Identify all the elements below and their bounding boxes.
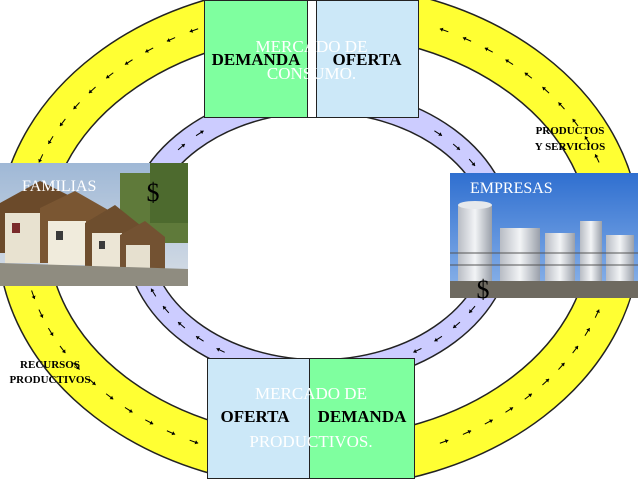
flow-arrow-head [199, 130, 204, 135]
flow-arrow-head [434, 337, 439, 342]
flow-arrow-head [545, 378, 550, 383]
flow-arrow-head [145, 48, 149, 53]
flow-arrow-head [438, 132, 442, 136]
flow-arrow-head [471, 162, 476, 166]
inner-flow-arrows [150, 130, 476, 353]
flow-arrow-head [48, 140, 52, 144]
flow-arrow-head [109, 395, 114, 400]
flow-arrow-head [560, 362, 565, 367]
factors-supply-box [207, 358, 310, 479]
firms-photo [450, 173, 638, 298]
families-money-symbol: $ [146, 178, 160, 207]
flow-arrow-head [38, 158, 43, 163]
goods-demand-box [204, 0, 309, 118]
flow-arrow-head [574, 345, 579, 350]
factors-market-title-line1: MERCADO DE [255, 384, 367, 403]
factors-market-title-line2: PRODUCTIVOS. [249, 432, 373, 451]
flow-arrow-head [194, 440, 199, 445]
flow-arrow-head [572, 118, 577, 123]
goods-supply-box [316, 0, 419, 118]
flow-arrow-head [106, 74, 110, 79]
flow-arrow-head [595, 309, 600, 314]
products-label-line2: Y SERVICIOS [534, 141, 606, 153]
flow-arrow-head [49, 332, 54, 336]
flow-arrow-head [586, 328, 590, 332]
flow-arrow-head [453, 324, 457, 328]
firms-label: EMPRESAS [470, 180, 553, 197]
flow-arrow-head [524, 72, 529, 77]
flow-arrow-head [128, 408, 133, 413]
flow-arrow-head [462, 36, 467, 41]
flow-arrow-head [73, 105, 78, 110]
flow-arrow-head [196, 336, 200, 340]
resources-label-line2: PRODUCTIVOS [9, 374, 91, 386]
goods-supply-label: OFERTA [332, 50, 402, 69]
flow-arrow-head [39, 314, 44, 318]
flow-arrow-head [469, 309, 473, 313]
flow-arrow-head [88, 89, 93, 94]
flow-arrow-head [31, 295, 36, 300]
families-label: FAMILIAS [22, 178, 97, 195]
products-label-line1: PRODUCTOS [535, 125, 605, 137]
flow-arrow-head [178, 322, 182, 326]
flow-arrow-head [59, 122, 64, 127]
families-photo [0, 163, 188, 286]
flow-arrow-head [124, 61, 129, 65]
flow-arrow-head [61, 349, 66, 354]
flow-arrow-head [413, 349, 417, 353]
factors-demand-label: DEMANDA [317, 407, 407, 426]
flow-arrow-head [467, 430, 472, 434]
factors-supply-label: OFERTA [220, 407, 290, 426]
resources-label-line1: RECURSOS [20, 359, 80, 371]
flow-arrow-head [181, 144, 185, 148]
goods-market-title-line2: CONSUMO. [266, 64, 357, 83]
flow-arrow-head [216, 347, 221, 352]
flow-arrow-head [456, 146, 460, 150]
flow-arrow-head [528, 393, 532, 398]
goods-market-title-line1: MERCADO DE [255, 37, 368, 56]
flow-arrow-head [162, 306, 167, 310]
inner-flow-ring-fill [125, 88, 513, 384]
flow-arrow-head [75, 365, 80, 370]
flow-arrow-head [489, 419, 493, 424]
flow-arrow-head [444, 439, 449, 444]
firms-money-symbol: $ [476, 275, 490, 304]
flow-arrow-head [594, 154, 599, 158]
flow-arrow-head [584, 136, 589, 140]
flow-arrow-head [484, 47, 489, 52]
flow-arrow-head [558, 102, 563, 107]
flow-arrow-head [505, 59, 510, 64]
flow-arrow-head [542, 87, 547, 91]
flow-arrow-head [439, 27, 444, 32]
flow-arrow-head [509, 407, 514, 411]
factors-demand-box [309, 358, 415, 479]
goods-demand-label: DEMANDA [211, 50, 301, 69]
flow-arrow-head [189, 28, 194, 33]
flow-arrow-head [150, 288, 155, 293]
flow-arrow-head [166, 38, 171, 42]
flow-arrow-head [149, 420, 154, 425]
outer-flow-arrows [31, 27, 600, 445]
flow-arrow-head [91, 381, 96, 385]
flow-arrow-head [171, 431, 176, 436]
